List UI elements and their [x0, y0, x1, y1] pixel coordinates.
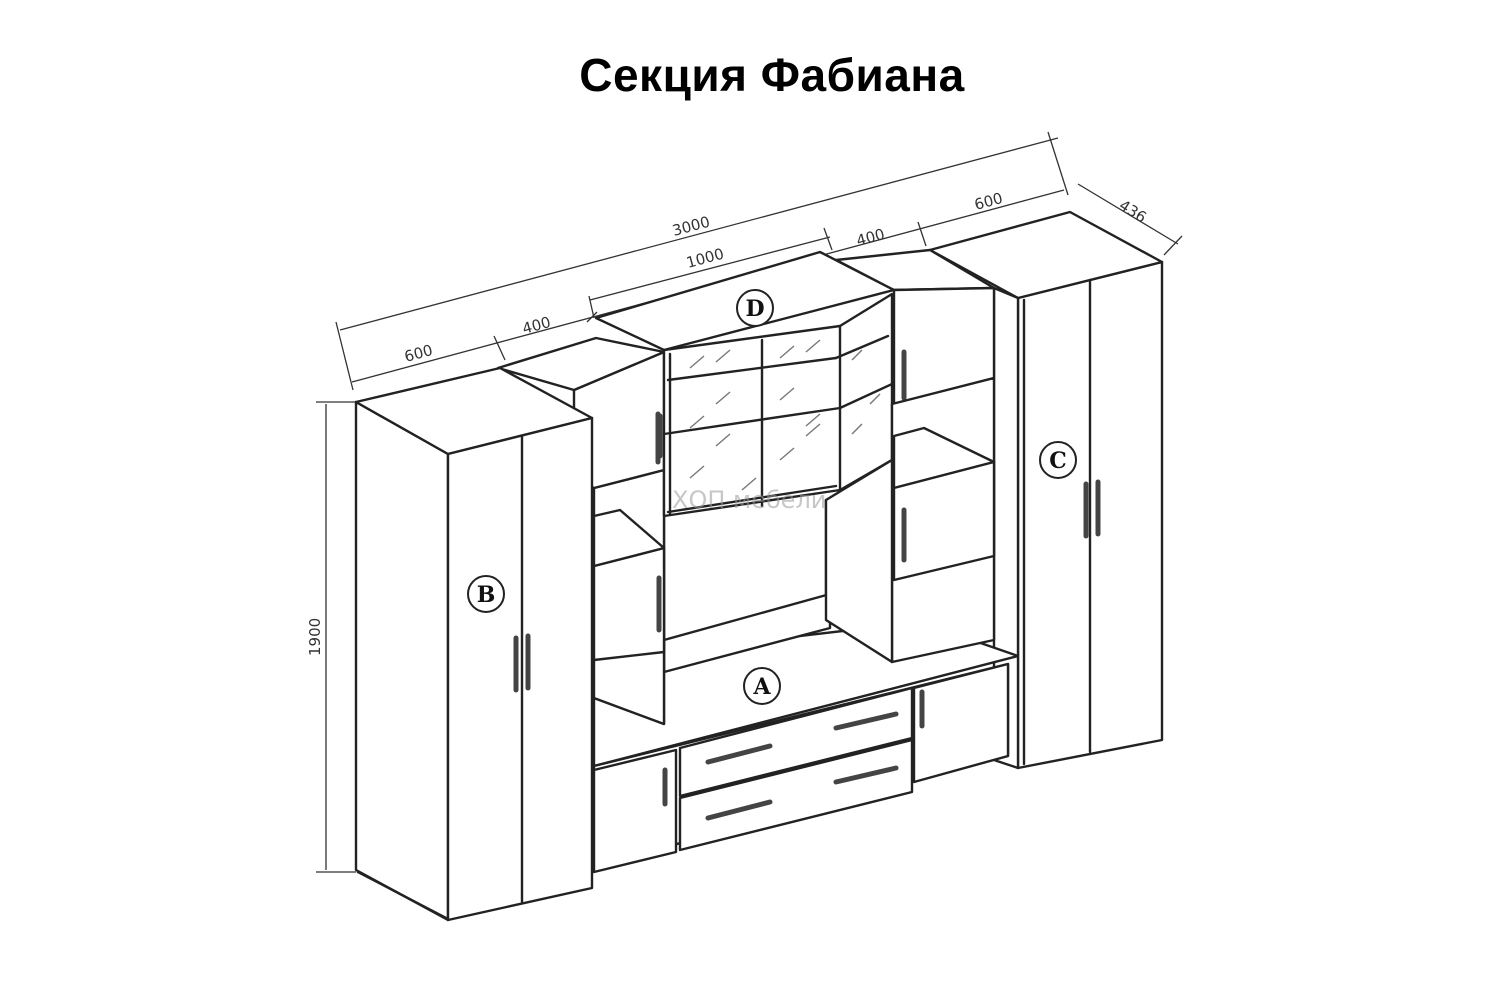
diagram-title: Секция Фабиана: [579, 49, 965, 101]
label-d-text: D: [745, 296, 764, 322]
label-b-text: B: [477, 582, 496, 608]
dim-left-cabinet-width: 600: [402, 341, 434, 366]
glass-reflections: [689, 339, 881, 491]
label-d: D: [736, 289, 774, 327]
label-a-text: A: [752, 674, 771, 700]
label-b: B: [467, 575, 505, 613]
cabinet-b: [354, 366, 594, 922]
cabinet-c: [928, 210, 1164, 770]
left-shelf: [496, 336, 666, 726]
module-labels: D C B A: [467, 289, 1077, 705]
dim-depth: 436: [1116, 196, 1150, 226]
dim-center-width: 1000: [684, 245, 726, 272]
module-a: [592, 498, 1020, 874]
dim-right-cabinet-width: 600: [972, 189, 1004, 214]
label-c: C: [1039, 441, 1077, 479]
dim-right-shelf-width: 400: [854, 225, 886, 250]
dim-left-shelf-width: 400: [520, 313, 552, 338]
label-c-text: C: [1049, 448, 1067, 474]
label-a: A: [743, 667, 781, 705]
watermark: ХОП мебели: [672, 486, 826, 514]
right-shelf: [824, 248, 996, 664]
dim-height: 1900: [306, 618, 324, 656]
